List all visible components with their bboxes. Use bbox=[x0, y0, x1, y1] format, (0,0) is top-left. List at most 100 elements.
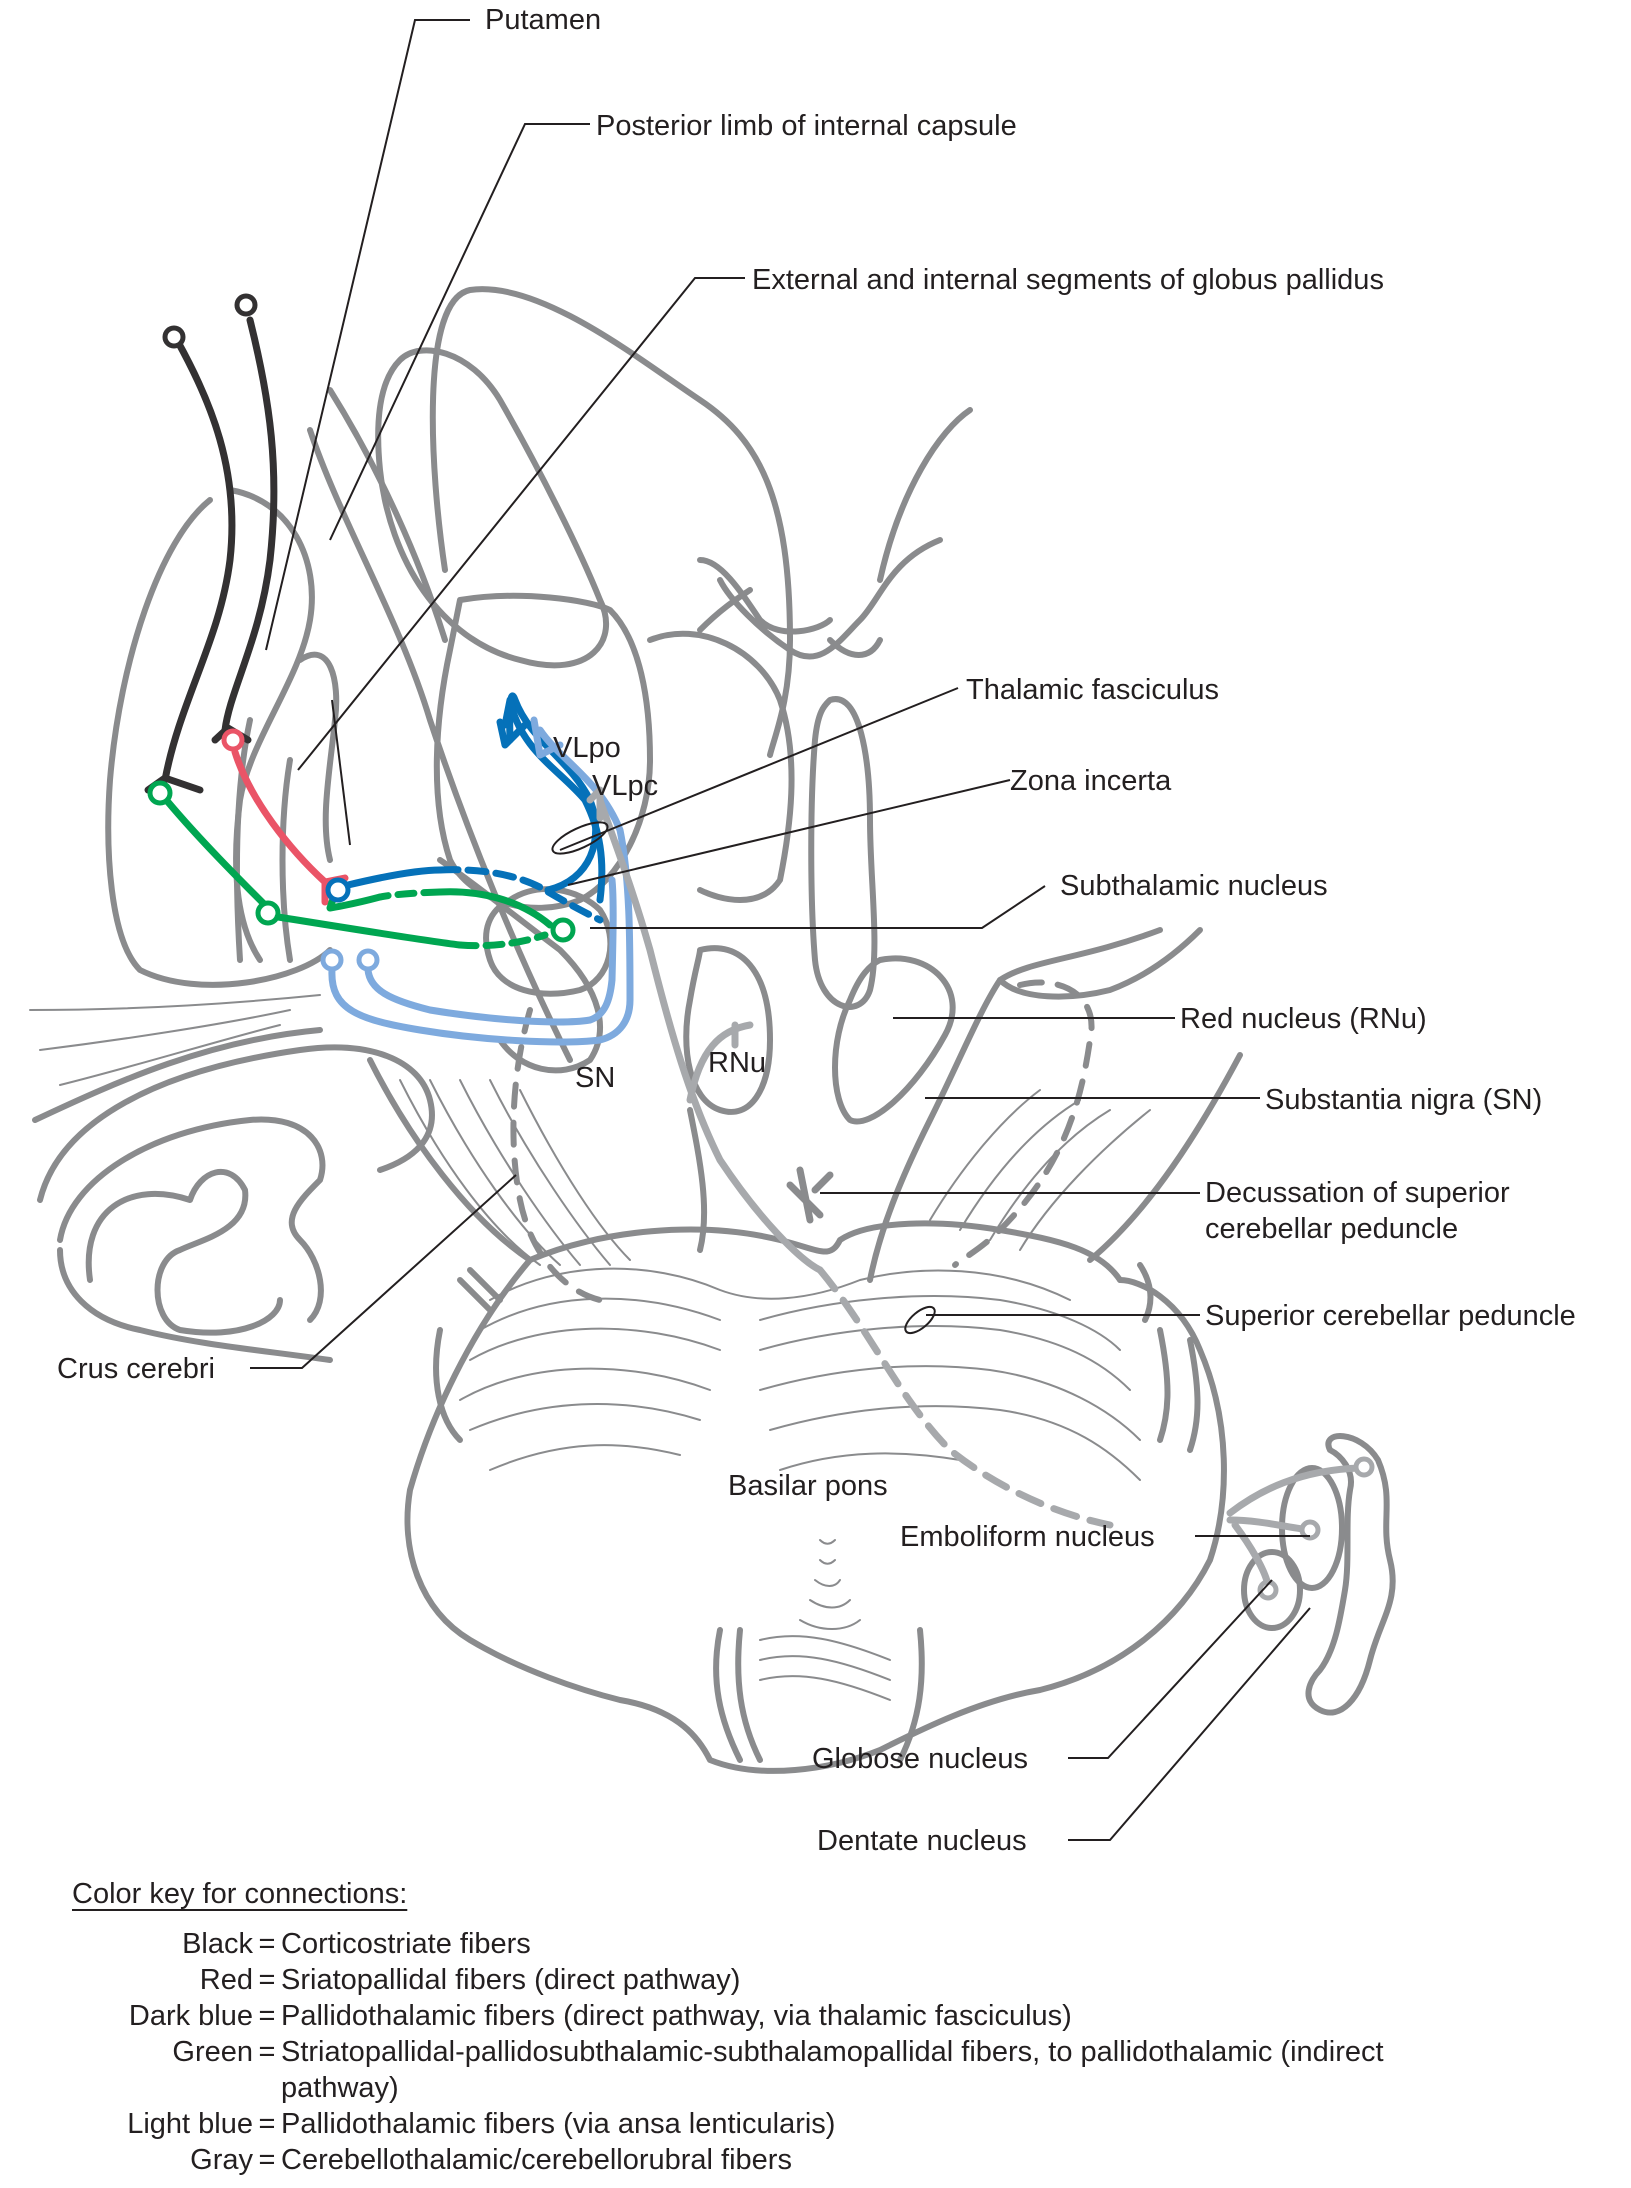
dark-blue-pallidothalamic-dashed bbox=[436, 866, 604, 924]
label-substantia-nigra: Substantia nigra (SN) bbox=[1265, 1084, 1542, 1116]
inline-label-vlpc: VLpc bbox=[592, 770, 658, 802]
label-posterior-limb: Posterior limb of internal capsule bbox=[596, 110, 1017, 142]
gray-terminal-vlpc bbox=[586, 786, 604, 822]
thalamic-fasciculus-leader bbox=[559, 687, 959, 851]
color-key-color: Red bbox=[199, 1964, 253, 1996]
green-neuron-soma-striatum bbox=[147, 780, 173, 806]
globose-leader bbox=[1068, 1579, 1273, 1759]
green-subthalamopallidal-end bbox=[326, 889, 384, 912]
green-neuron-soma-pallidum bbox=[255, 900, 281, 926]
thalamic-fasciculus-loop bbox=[551, 821, 609, 855]
dentate-nucleus-outline bbox=[1305, 1433, 1396, 1716]
right-thalamus-bumps bbox=[697, 587, 883, 658]
internal-capsule-edge-2 bbox=[327, 387, 448, 643]
color-key-equals: = bbox=[258, 2108, 276, 2140]
label-dentate-nucleus: Dentate nucleus bbox=[817, 1825, 1027, 1857]
green-pallidosubthalamic-dashed bbox=[456, 931, 549, 950]
red-nucleus-left bbox=[683, 945, 773, 1115]
gray-soma-globose bbox=[1257, 1579, 1279, 1601]
color-key-equals: = bbox=[258, 2144, 276, 2176]
nerve-root-left-3 bbox=[713, 1627, 763, 1763]
dark-blue-neuron-soma bbox=[325, 877, 351, 903]
globus-pallidus-leader-2 bbox=[331, 699, 351, 846]
gray-cerebellothalamic-fiber bbox=[596, 796, 824, 1274]
label-thalamic-fasciculus: Thalamic fasciculus bbox=[966, 674, 1219, 706]
right-peduncle-inner bbox=[997, 927, 1203, 1000]
color-key-row: Gray = Cerebellothalamic/cerebellorubral… bbox=[72, 2142, 1431, 2178]
temporal-stem bbox=[32, 1027, 323, 1123]
green-striatopallidal-fiber bbox=[164, 798, 269, 909]
red-nucleus-right bbox=[832, 955, 956, 1125]
color-key-description: Corticostriate fibers bbox=[281, 1928, 531, 1960]
subthalamic-leader bbox=[590, 885, 1046, 929]
color-key-color: Green bbox=[172, 2036, 253, 2068]
leader-lines bbox=[250, 19, 1311, 1841]
temporal-lower bbox=[57, 1247, 333, 1363]
label-superior-cerebellar-peduncle: Superior cerebellar peduncle bbox=[1205, 1300, 1576, 1332]
label-red-nucleus: Red nucleus (RNu) bbox=[1180, 1003, 1427, 1035]
green-pallidosubthalamic-fiber bbox=[274, 913, 464, 949]
temporal-fibers bbox=[29, 994, 321, 1086]
thalamus-outline bbox=[429, 286, 793, 758]
color-key: Color key for connections: Black = Corti… bbox=[72, 1876, 1431, 2178]
black-corticostriate-fiber-2 bbox=[221, 316, 278, 734]
color-key-row: Red = Sriatopallidal fibers (direct path… bbox=[72, 1962, 1431, 1998]
inline-label-rnu: RNu bbox=[708, 1047, 766, 1079]
light-blue-neuron-soma-1 bbox=[320, 948, 344, 972]
label-putamen: Putamen bbox=[485, 4, 601, 36]
globus-pallidus-inner bbox=[234, 717, 293, 963]
color-key-title: Color key for connections: bbox=[72, 1878, 408, 1910]
substantia-nigra-dashed bbox=[510, 1007, 603, 1303]
color-key-color: Light blue bbox=[127, 2108, 253, 2140]
crus-cerebri-leader bbox=[250, 1174, 517, 1369]
color-key-description: Pallidothalamic fibers (direct pathway, … bbox=[281, 2000, 1072, 2032]
color-key-row: Green = Striatopallidal-pallidosubthalam… bbox=[72, 2034, 1431, 2106]
anatomy-outlines bbox=[29, 286, 1396, 1774]
right-upper-curve bbox=[877, 407, 973, 583]
nerve-root-right-2 bbox=[1157, 1327, 1201, 1453]
color-key-description: Pallidothalamic fibers (via ansa lenticu… bbox=[281, 2108, 836, 2140]
color-key-equals: = bbox=[258, 1964, 276, 1996]
color-key-color: Black bbox=[182, 1928, 253, 1960]
pons-midline-fibers bbox=[759, 1539, 891, 1701]
color-key-equals: = bbox=[258, 1928, 276, 1960]
pons-fibers bbox=[459, 1267, 1141, 1481]
color-key-equals: = bbox=[258, 2000, 276, 2032]
color-key-row: Black = Corticostriate fibers bbox=[72, 1926, 1431, 1962]
right-crus-fibers bbox=[929, 1089, 1151, 1251]
nerve-root-right-1 bbox=[1137, 1262, 1154, 1323]
crus-medial-edge bbox=[687, 1107, 708, 1253]
inline-label-sn: SN bbox=[575, 1062, 615, 1094]
color-key-equals: = bbox=[258, 2036, 276, 2068]
nerve-root-left-2 bbox=[433, 1327, 463, 1443]
putamen-outline bbox=[105, 497, 333, 988]
internal-capsule-edge bbox=[307, 427, 573, 1063]
pons-outline bbox=[404, 1257, 1227, 1774]
label-decussation-line1: Decussation of superior bbox=[1205, 1177, 1510, 1209]
crus-cerebri-left-edge bbox=[367, 1057, 533, 1263]
black-corticostriate-fiber-1 bbox=[161, 338, 236, 784]
pons-upper-outline bbox=[527, 1220, 1123, 1283]
label-subthalamic-nucleus: Subthalamic nucleus bbox=[1060, 870, 1328, 902]
black-neuron-soma-1 bbox=[162, 325, 186, 349]
label-globose-nucleus: Globose nucleus bbox=[812, 1743, 1028, 1775]
color-key-description: Striatopallidal-pallidosubthalamic-subth… bbox=[281, 2036, 1384, 2104]
inline-label-vlpo: VLpo bbox=[553, 732, 621, 764]
color-key-description: Cerebellothalamic/cerebellorubral fibers bbox=[281, 2144, 792, 2176]
green-subthalamopallidal-dashed bbox=[376, 888, 444, 901]
light-blue-terminal bbox=[530, 716, 564, 759]
green-neuron-soma-subthalamic bbox=[550, 917, 576, 943]
right-peduncle-outer bbox=[867, 927, 1163, 1283]
thalamus-lower-right bbox=[647, 630, 795, 903]
label-emboliform-nucleus: Emboliform nucleus bbox=[900, 1521, 1155, 1553]
red-striatopallidal-fiber bbox=[231, 748, 329, 886]
label-basilar-pons: Basilar pons bbox=[728, 1470, 888, 1502]
gray-soma-emboliform bbox=[1299, 1519, 1321, 1541]
nerve-root-right-3 bbox=[897, 1627, 925, 1763]
globus-pallidus-outline bbox=[297, 651, 340, 863]
red-neuron-soma bbox=[221, 728, 245, 752]
label-globus-pallidus: External and internal segments of globus… bbox=[752, 264, 1384, 296]
thalamus-inner-oval bbox=[375, 347, 609, 669]
label-decussation-line2: cerebellar peduncle bbox=[1205, 1213, 1458, 1245]
gray-scp-dashed bbox=[816, 1266, 1114, 1529]
